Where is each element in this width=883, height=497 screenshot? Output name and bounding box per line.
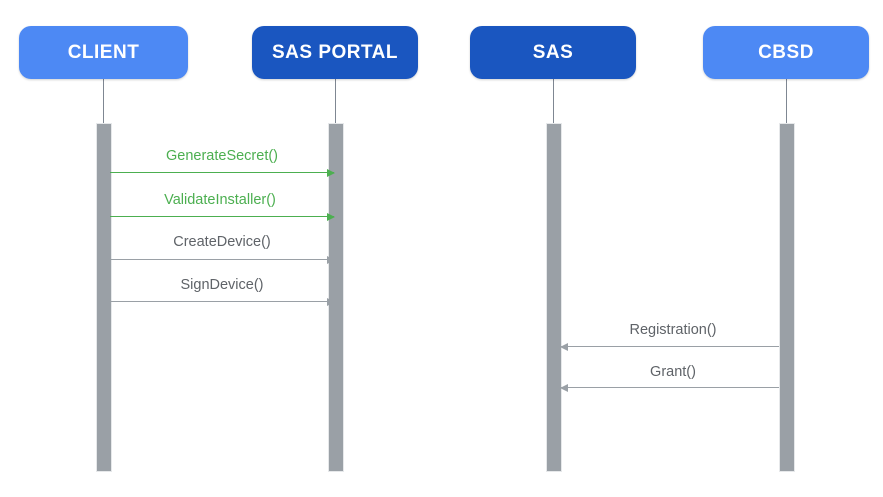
message-label-m1: GenerateSecret() [165, 148, 279, 164]
actor-label-sas: SAS [532, 41, 574, 63]
message-arrowhead-m2 [327, 212, 335, 221]
message-line-m6 [561, 387, 779, 388]
message-arrowhead-m1 [327, 168, 335, 177]
activation-bar-client [96, 123, 112, 472]
activation-bar-sas [546, 123, 562, 472]
actor-box-cbsd[interactable]: CBSD [703, 26, 869, 79]
message-arrowhead-m6 [560, 383, 568, 392]
message-label-m5: Registration() [629, 322, 717, 338]
lifeline-client [103, 79, 104, 123]
actor-box-sas_portal[interactable]: SAS PORTAL [252, 26, 418, 79]
message-line-m4 [110, 301, 334, 302]
activation-bar-cbsd [779, 123, 795, 472]
actor-label-cbsd: CBSD [758, 41, 814, 63]
actor-label-client: CLIENT [67, 41, 140, 63]
message-label-m6: Grant() [650, 364, 696, 380]
message-label-m4: SignDevice() [180, 277, 264, 293]
message-line-m3 [110, 259, 334, 260]
message-label-m2: ValidateInstaller() [164, 192, 276, 208]
actor-box-sas[interactable]: SAS [470, 26, 636, 79]
message-line-m2 [110, 216, 334, 217]
message-label-m3: CreateDevice() [173, 234, 271, 250]
lifeline-sas_portal [335, 79, 336, 123]
message-line-m1 [110, 172, 334, 173]
actor-label-sas_portal: SAS PORTAL [271, 41, 399, 63]
message-arrowhead-m3 [327, 255, 335, 264]
message-arrowhead-m5 [560, 342, 568, 351]
lifeline-sas [553, 79, 554, 123]
actor-box-client[interactable]: CLIENT [19, 26, 188, 79]
message-arrowhead-m4 [327, 297, 335, 306]
message-line-m5 [561, 346, 779, 347]
lifeline-cbsd [786, 79, 787, 123]
